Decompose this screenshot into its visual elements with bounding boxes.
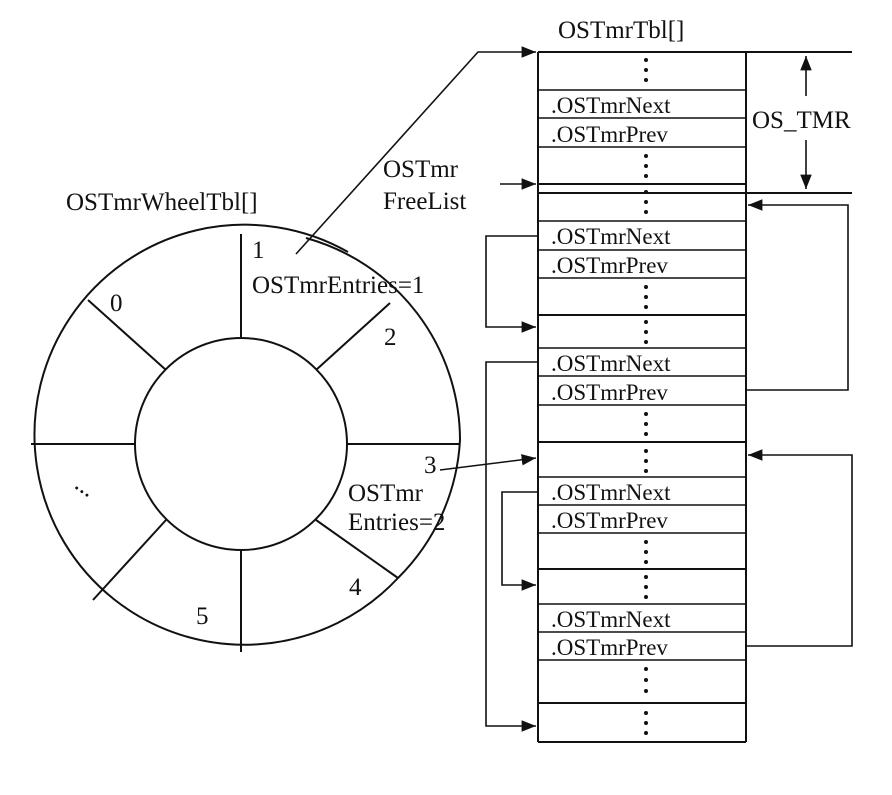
slot3-pointer-arrow bbox=[439, 454, 537, 471]
wheel-spoke bbox=[315, 519, 399, 579]
slot-label-3: 3 bbox=[424, 452, 437, 479]
field-prev-c: .OSTmrPrev bbox=[551, 508, 668, 533]
wheel-protrude-arc bbox=[305, 237, 461, 441]
slot1-pointer-arrow bbox=[295, 46, 536, 255]
wheel-spoke bbox=[92, 519, 167, 601]
wheel-outer-ring bbox=[33, 223, 399, 646]
slot-label-ellipsis: ... bbox=[70, 470, 101, 503]
table-title: OSTmrTbl[] bbox=[558, 17, 684, 44]
field-next-0: .OSTmrNext bbox=[551, 93, 671, 118]
slot3-entries-label-line1: OSTmr bbox=[348, 480, 424, 507]
wheel-title: OSTmrWheelTbl[] bbox=[66, 189, 258, 216]
slot-label-1: 1 bbox=[252, 237, 265, 264]
os-tmr-size-indicator: OS_TMR bbox=[752, 56, 851, 189]
slot1-entries-label: OSTmrEntries=1 bbox=[252, 272, 424, 299]
field-next-b: .OSTmrNext bbox=[551, 351, 671, 376]
field-prev-b: .OSTmrPrev bbox=[551, 380, 668, 405]
field-next-c: .OSTmrNext bbox=[551, 480, 671, 505]
wheel-spoke bbox=[87, 299, 167, 371]
entry-b-prev-link bbox=[746, 199, 849, 391]
slot-label-5: 5 bbox=[196, 603, 209, 630]
timer-table: .OSTmrNext .OSTmrPrev .OSTmrNext .OSTmrP… bbox=[537, 51, 852, 743]
wheel-protrude-arc-lower bbox=[397, 439, 461, 579]
field-prev-d: .OSTmrPrev bbox=[551, 635, 668, 660]
freelist-label-line1: OSTmr bbox=[383, 156, 459, 183]
table-dots bbox=[644, 58, 648, 735]
field-prev-a: .OSTmrPrev bbox=[551, 253, 668, 278]
wheel-spoke bbox=[315, 302, 391, 371]
slot-label-4: 4 bbox=[349, 574, 362, 601]
wheel-inner-circle bbox=[134, 337, 348, 551]
freelist-label-line2: FreeList bbox=[383, 188, 466, 215]
entry-a-next-link bbox=[485, 235, 538, 333]
entry-c-next-link bbox=[501, 491, 538, 591]
field-next-d: .OSTmrNext bbox=[551, 607, 671, 632]
entry-d-prev-link bbox=[746, 449, 853, 647]
slot-label-0: 0 bbox=[110, 290, 123, 317]
entry-b-next-link bbox=[485, 361, 538, 732]
timer-wheel: 0 1 2 3 4 5 ... OSTmrEntries=1 OSTmr Ent… bbox=[31, 223, 461, 652]
slot3-entries-label-line2: Entries=2 bbox=[348, 509, 445, 536]
os-tmr-label: OS_TMR bbox=[752, 107, 851, 134]
field-prev-0: .OSTmrPrev bbox=[551, 122, 668, 147]
slot-label-2: 2 bbox=[384, 324, 397, 351]
field-next-a: .OSTmrNext bbox=[551, 224, 671, 249]
